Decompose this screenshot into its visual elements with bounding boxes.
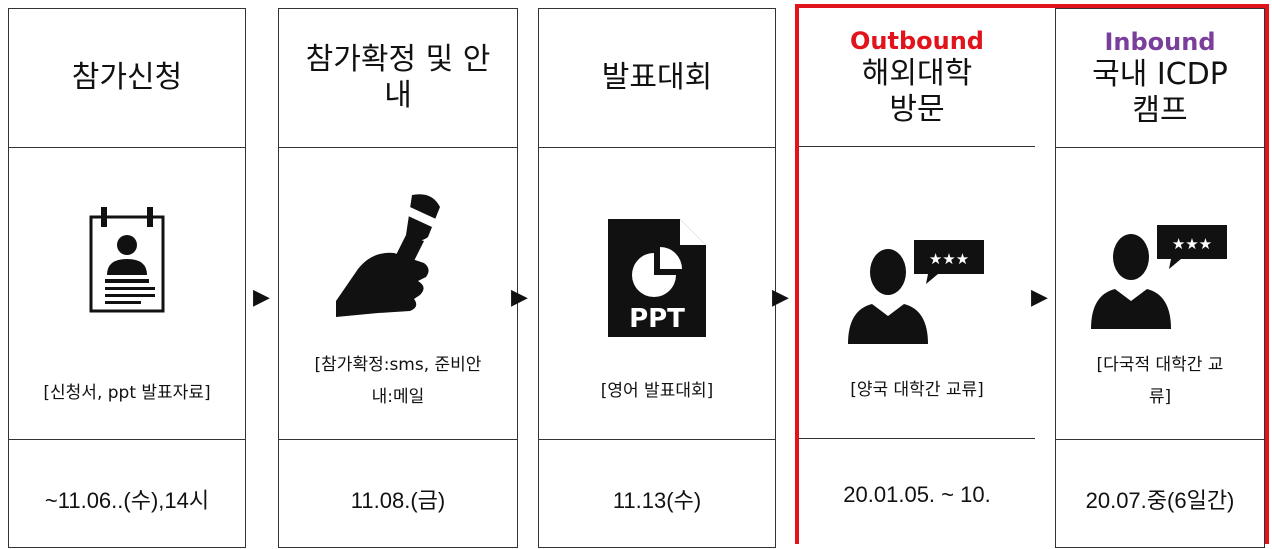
step-4-date: 20.01.05. ~ 10. bbox=[843, 482, 991, 507]
step-5-title: 국내 ICDP캠프 bbox=[1092, 57, 1228, 128]
svg-text:★★★: ★★★ bbox=[929, 250, 969, 268]
step-2-date: 11.08.(금) bbox=[350, 488, 446, 513]
svg-text:PPT: PPT bbox=[629, 304, 685, 334]
step-3-icon-cell: PPT [영어 발표대회] bbox=[539, 147, 775, 440]
step-5-tag: Inbound bbox=[1104, 28, 1216, 56]
microphone-hand-icon bbox=[336, 194, 440, 317]
step-5-icon-cell: ★★★ [다국적 대학간 교류] bbox=[1056, 147, 1264, 440]
step-3-caption: [영어 발표대회] bbox=[600, 381, 714, 401]
step-2-header: 참가확정 및 안내 bbox=[279, 9, 517, 148]
step-3-header: 발표대회 bbox=[539, 9, 775, 148]
step-3-title: 발표대회 bbox=[601, 60, 713, 95]
step-2: 참가확정 및 안내 [참가확정:sms, 준비안내:메일 11.08.(금) bbox=[278, 8, 518, 548]
step-4-header: Outbound 해외대학 방문 bbox=[799, 8, 1035, 147]
id-card-icon bbox=[89, 207, 165, 313]
step-1-title: 참가신청 bbox=[71, 60, 183, 95]
step-2-title: 참가확정 및 안내 bbox=[305, 42, 491, 113]
step-5-header: Inbound 국내 ICDP캠프 bbox=[1056, 9, 1264, 148]
step-5-date: 20.07.중(6일간) bbox=[1085, 488, 1235, 513]
step-2-caption: [참가확정:sms, 준비안내:메일 bbox=[314, 355, 482, 407]
step-4-icon-cell: ★★★ [양국 대학간 교류] bbox=[799, 146, 1035, 439]
person-review-icon: ★★★ bbox=[848, 240, 984, 344]
step-4: Outbound 해외대학 방문 ★★★ [양국 대학간 교류] 20.01.0… bbox=[799, 8, 1035, 548]
step-4-caption: [양국 대학간 교류] bbox=[850, 380, 984, 400]
svg-text:★★★: ★★★ bbox=[1172, 235, 1212, 253]
step-1-date: ~11.06..(수),14시 bbox=[44, 488, 210, 513]
step-5-caption: [다국적 대학간 교류] bbox=[1096, 355, 1224, 407]
step-1-header: 참가신청 bbox=[9, 9, 245, 148]
step-1: 참가신청 [신청서, ppt 발표자료] ~11.06..(수),14시 bbox=[8, 8, 246, 548]
arrow-4: ▶ bbox=[1031, 285, 1048, 310]
person-review-icon: ★★★ bbox=[1091, 225, 1227, 329]
step-5: Inbound 국내 ICDP캠프 ★★★ [다국적 대학간 교류] 20.07… bbox=[1055, 8, 1265, 548]
step-1-icon-cell: [신청서, ppt 발표자료] bbox=[9, 147, 245, 440]
step-4-title: 해외대학 방문 bbox=[861, 56, 973, 127]
ppt-file-icon: PPT bbox=[608, 219, 706, 337]
arrow-3: ▶ bbox=[772, 285, 789, 310]
step-3: 발표대회 PPT [영어 발표대회] 11.13(수) bbox=[538, 8, 776, 548]
arrow-1: ▶ bbox=[253, 285, 270, 310]
arrow-2: ▶ bbox=[511, 285, 528, 310]
step-4-tag: Outbound bbox=[850, 27, 984, 55]
step-1-caption: [신청서, ppt 발표자료] bbox=[43, 383, 211, 403]
step-3-date: 11.13(수) bbox=[612, 488, 702, 513]
step-2-icon-cell: [참가확정:sms, 준비안내:메일 bbox=[279, 147, 517, 440]
